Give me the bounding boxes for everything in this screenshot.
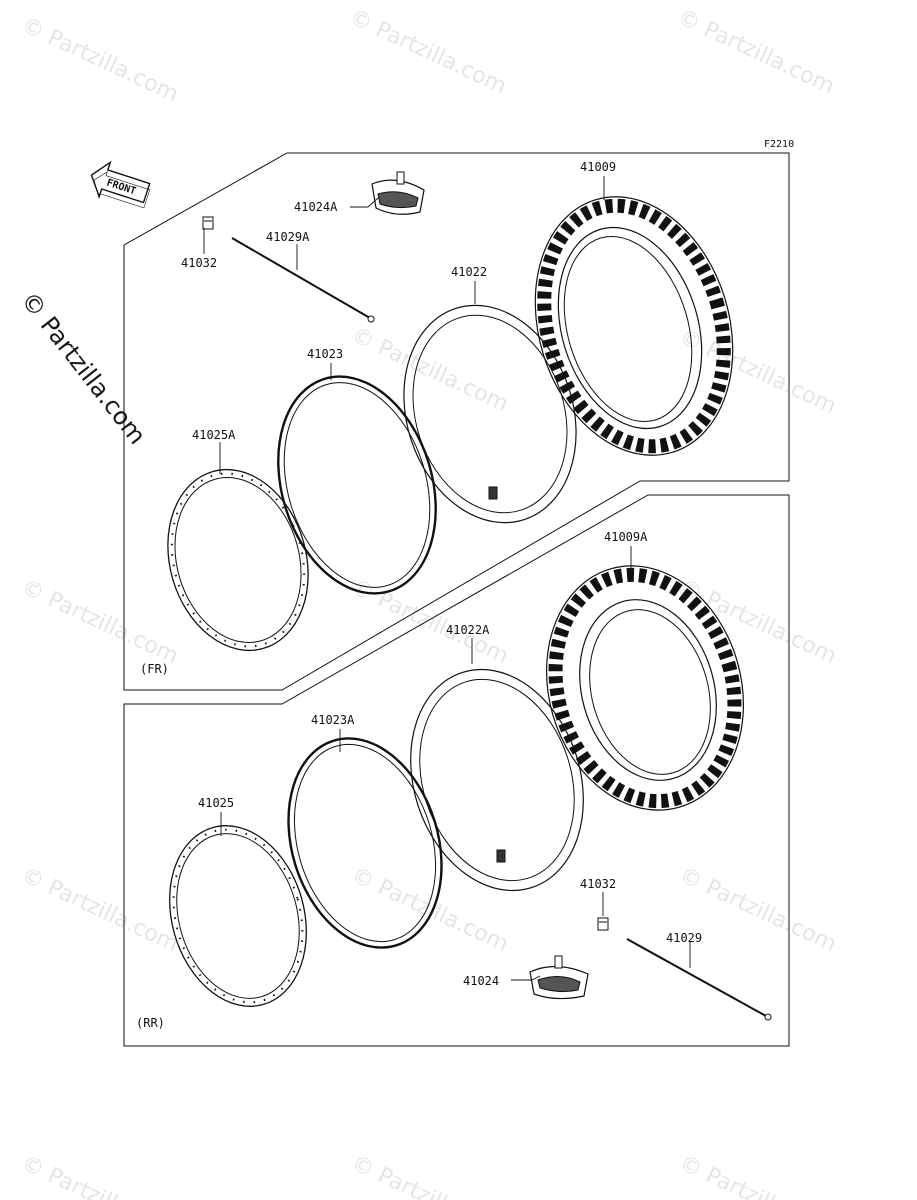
watermark: © Partzilla.com <box>347 1151 511 1200</box>
label-rim-band-front: 41023 <box>307 347 343 361</box>
watermark: © Partzilla.com <box>673 5 837 99</box>
diagram-code: F2210 <box>764 139 794 150</box>
label-rim-band-rear: 41023A <box>311 713 355 727</box>
rim-lock-front <box>371 171 425 215</box>
watermark: © Partzilla.com <box>675 1151 839 1200</box>
label-rim-lock-rear: 41024 <box>463 974 499 988</box>
front-arrow-icon: FRONT <box>90 160 151 209</box>
watermark: © Partzilla.com <box>17 575 181 669</box>
spoke-front <box>231 237 375 323</box>
watermark: © Partzilla.com <box>675 575 839 669</box>
label-nipple-rear: 41032 <box>580 877 616 891</box>
rim-lock-rear <box>529 955 589 1000</box>
rear-section-border <box>123 494 790 1047</box>
label-tire-front: 41009 <box>580 160 616 174</box>
label-spoke-front: 41029A <box>266 230 310 244</box>
tube-front <box>403 304 577 524</box>
section-label-rear: (RR) <box>136 1016 165 1030</box>
rim-band-front <box>277 375 437 595</box>
rim-rear <box>169 825 307 1007</box>
part-labels: 41009 41024A 41029A 41032 41022 41023 41… <box>181 160 702 988</box>
label-rim-front: 41025A <box>192 428 236 442</box>
rim-front <box>167 468 309 652</box>
tire-rear <box>545 565 745 811</box>
label-spoke-rear: 41029 <box>666 931 702 945</box>
label-tube-front: 41022 <box>451 265 487 279</box>
nipple-rear <box>597 917 609 931</box>
rim-band-rear <box>287 737 443 949</box>
label-tube-rear: 41022A <box>446 623 490 637</box>
watermark: © Partzilla.com <box>345 5 509 99</box>
tube-rear <box>410 668 584 892</box>
watermark: © Partzilla.com <box>347 323 511 417</box>
watermark: © Partzilla.com <box>17 1151 181 1200</box>
watermark: © Partzilla.com <box>347 575 511 669</box>
label-nipple-front: 41032 <box>181 256 217 270</box>
section-label-front: (FR) <box>140 662 169 676</box>
leader-lines <box>203 176 691 981</box>
label-rim-rear: 41025 <box>198 796 234 810</box>
label-tire-rear: 41009A <box>604 530 648 544</box>
front-section-border <box>123 152 790 691</box>
watermark: © Partzilla.com <box>17 863 181 957</box>
spoke-rear <box>626 938 772 1021</box>
tire-front <box>534 196 734 456</box>
watermark: © Partzilla.com <box>347 863 511 957</box>
label-rim-lock-front: 41024A <box>294 200 338 214</box>
watermark: © Partzilla.com <box>17 13 181 107</box>
nipple-front <box>202 216 214 230</box>
watermark: © Partzilla.com <box>15 286 151 449</box>
